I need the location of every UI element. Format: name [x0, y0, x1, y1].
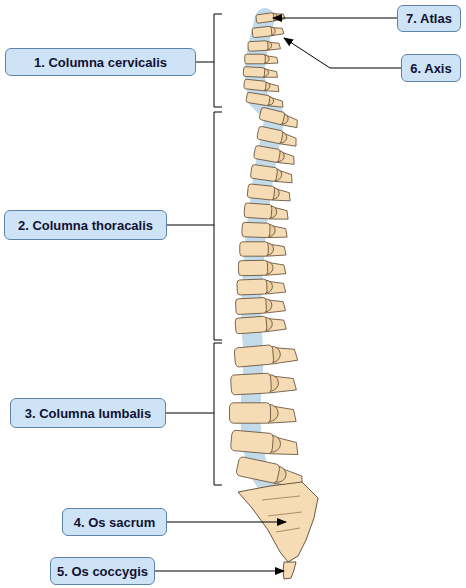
- label-box: 5. Os coccygis: [50, 557, 155, 585]
- part-label: 5. Os coccygis: [57, 564, 148, 579]
- part-label: 1. Columna cervicalis: [34, 55, 167, 70]
- label-box: 6. Axis: [401, 54, 461, 82]
- vertebra: [244, 203, 289, 220]
- sacrum-detail: [262, 496, 302, 532]
- label-box: 7. Atlas: [397, 5, 461, 32]
- vertebra: [246, 92, 285, 108]
- label-box: 2. Columna thoracalis: [4, 210, 167, 240]
- vertebra: [245, 54, 278, 64]
- label-box: 3. Columna lumbalis: [10, 398, 166, 428]
- vertebra: [256, 11, 285, 23]
- bracket: [166, 343, 222, 485]
- part-label: 6. Axis: [410, 61, 451, 76]
- vertebra: [242, 222, 288, 238]
- label-box: 4. Os sacrum: [62, 508, 167, 536]
- vertebra: [238, 260, 286, 276]
- vertebra: [235, 315, 286, 334]
- bracket: [167, 112, 222, 340]
- lumbar-vertebrae: [230, 343, 306, 489]
- vertebra: [234, 343, 298, 368]
- vertebra: [248, 40, 281, 51]
- part-label: 7. Atlas: [406, 11, 452, 26]
- vertebra: [259, 107, 300, 129]
- leader-arrow: [155, 571, 284, 572]
- coccyx-bone: [283, 562, 296, 579]
- part-label: 4. Os sacrum: [74, 515, 156, 530]
- label-box: 1. Columna cervicalis: [5, 48, 196, 76]
- bracket: [196, 14, 222, 107]
- vertebra: [243, 67, 278, 78]
- vertebra: [237, 278, 286, 295]
- cervical-vertebrae: [243, 11, 285, 108]
- vertebra: [257, 126, 299, 147]
- vertebra: [230, 403, 297, 423]
- vertebra: [231, 372, 297, 395]
- vertebra: [247, 184, 291, 202]
- part-label: 3. Columna lumbalis: [25, 406, 151, 421]
- leader-arrow: [167, 522, 286, 523]
- part-label: 2. Columna thoracalis: [18, 218, 153, 233]
- thoracic-vertebrae: [235, 107, 300, 334]
- vertebra: [250, 164, 294, 184]
- vertebra: [244, 79, 280, 92]
- vertebra: [253, 145, 296, 165]
- vertebra: [252, 25, 284, 38]
- vertebra: [235, 296, 285, 314]
- leader-arrow: [273, 18, 397, 19]
- vertebra: [230, 430, 299, 456]
- vertebra: [240, 242, 286, 256]
- leader-arrow: [284, 38, 401, 68]
